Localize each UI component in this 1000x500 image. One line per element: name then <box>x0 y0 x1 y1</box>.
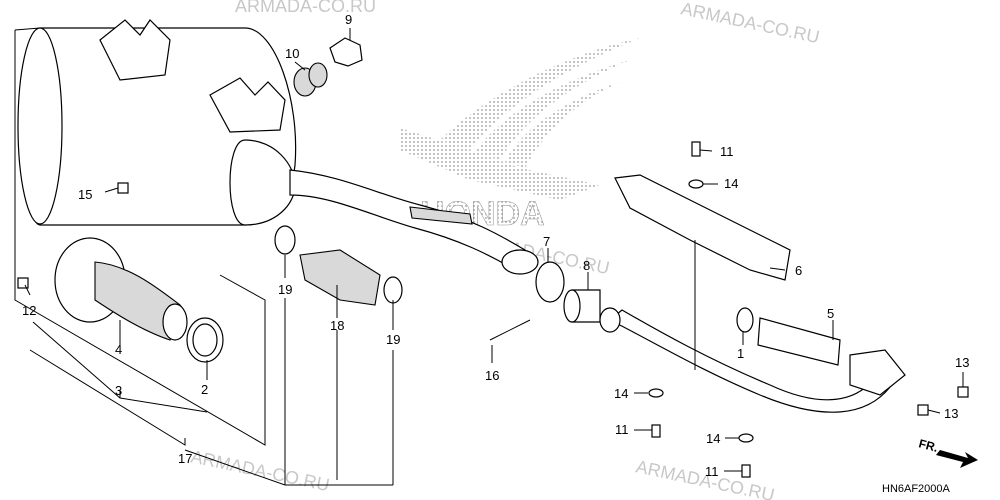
callout-3: 3 <box>115 383 122 398</box>
tail-pipe-parts <box>54 237 224 363</box>
callout-5: 5 <box>827 306 834 321</box>
callout-18: 18 <box>330 318 344 333</box>
callout-labels: 1 2 3 4 5 6 7 8 9 10 11 11 11 12 13 13 1… <box>22 12 969 479</box>
front-direction-label: FR. <box>917 436 939 455</box>
muffler-group-frame <box>14 27 266 446</box>
callout-17: 17 <box>178 451 192 466</box>
callout-14-bottom: 14 <box>706 431 720 446</box>
watermark: ARMADA-CO.RU <box>189 446 331 495</box>
callout-8: 8 <box>583 258 590 273</box>
callout-13-bottom: 13 <box>944 406 958 421</box>
watermark: ARMADA-CO.RU <box>679 0 821 47</box>
leader-lines <box>24 28 964 486</box>
exhaust-pipe <box>289 169 539 275</box>
callout-11-bottom: 11 <box>705 464 719 479</box>
callout-1: 1 <box>737 346 744 361</box>
callout-16: 16 <box>485 368 499 383</box>
callout-11-mid: 11 <box>615 422 629 437</box>
fasteners <box>17 141 969 478</box>
callout-14-top: 14 <box>724 176 738 191</box>
callout-12: 12 <box>22 303 36 318</box>
diagram-code: HN6AF2000A <box>882 483 951 495</box>
gasket-and-clamps <box>274 225 403 306</box>
callout-6: 6 <box>795 263 802 278</box>
watermark: ARMADA-CO.RU <box>235 0 376 16</box>
callout-13-top: 13 <box>955 355 969 370</box>
callout-15: 15 <box>78 187 92 202</box>
front-direction-arrow: FR. <box>917 436 978 468</box>
callout-7: 7 <box>543 234 550 249</box>
callout-14-mid: 14 <box>614 386 628 401</box>
callout-19-right: 19 <box>386 332 400 347</box>
honda-wing-logo: HONDA <box>400 38 640 233</box>
callout-4: 4 <box>115 342 122 357</box>
arrow-right-icon <box>936 450 978 468</box>
callout-2: 2 <box>201 382 208 397</box>
exhaust-header-pipe <box>599 307 906 413</box>
band-collar-bolt <box>489 261 601 341</box>
heat-shield <box>614 174 791 281</box>
muffler-body <box>17 19 297 226</box>
rubber-mount-and-bracket <box>293 37 363 97</box>
callout-11-top: 11 <box>720 144 734 159</box>
callout-19-left: 19 <box>278 282 292 297</box>
callout-10: 10 <box>285 46 299 61</box>
callout-9: 9 <box>345 12 352 27</box>
